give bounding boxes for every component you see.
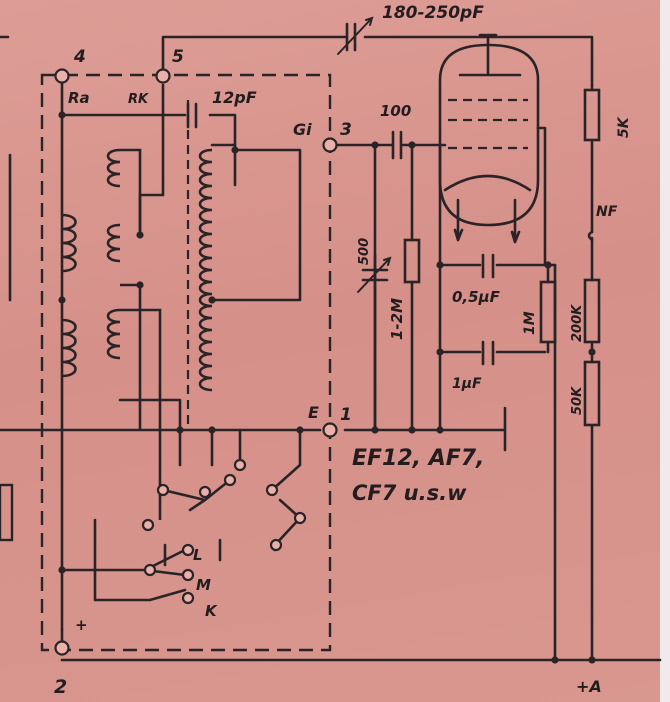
resistor-50k	[583, 360, 601, 427]
coupling-coils-middle	[106, 148, 182, 520]
resistor-5k	[583, 88, 601, 142]
label-e: E	[308, 403, 319, 422]
label-sw-k: K	[205, 602, 218, 620]
switch-contact	[141, 518, 155, 532]
page-edge	[660, 0, 670, 702]
nf-tap	[587, 230, 594, 242]
label-rk: RK	[128, 92, 149, 107]
label-200k: 200K	[570, 304, 585, 342]
label-500: 500	[357, 238, 372, 265]
switch-contact	[198, 485, 212, 499]
label-pin1: 1	[340, 405, 352, 425]
label-1uf: 1µF	[452, 376, 482, 392]
ra-to-12pf-wire	[60, 113, 237, 152]
label-pin5: 5	[172, 47, 184, 67]
pentode-tube	[438, 33, 547, 267]
grid-coil-taps	[210, 143, 302, 467]
capacitor-500-arrow	[357, 256, 392, 293]
label-50k: 50K	[570, 386, 585, 415]
shield-can-outline	[40, 73, 332, 652]
grid-coil-right	[198, 148, 213, 392]
resistor-200k	[583, 278, 601, 344]
selector-contact	[181, 591, 195, 605]
label-05uf: 0,5µF	[452, 288, 501, 306]
label-12pf: 12pF	[212, 88, 257, 107]
terminal-1	[322, 422, 338, 438]
label-100: 100	[380, 102, 411, 120]
trimmer-capacitor	[337, 16, 374, 55]
selector-contact	[181, 543, 195, 557]
label-nf: NF	[596, 204, 618, 220]
resistor-1-2m	[403, 238, 421, 284]
switch-contact	[269, 538, 283, 552]
label-tubes-line2: CF7 u.s.w	[352, 481, 467, 505]
terminal-3	[322, 137, 338, 153]
terminal-5	[155, 68, 171, 84]
label-ra: Ra	[68, 89, 90, 107]
left-resistor-stub	[0, 483, 14, 542]
resistor-1m	[539, 280, 557, 344]
lmk-selector	[60, 518, 187, 602]
label-gi: Gi	[293, 120, 312, 139]
label-plus-left: +	[75, 616, 88, 634]
label-sw-m: M	[196, 576, 211, 594]
junction-dots	[58, 111, 596, 664]
label-pin3: 3	[340, 120, 352, 140]
antenna-coil-left	[61, 213, 77, 378]
capacitor-12pf	[186, 102, 198, 129]
label-pin2: 2	[54, 676, 67, 698]
switch-contact	[265, 483, 279, 497]
terminal-2	[54, 640, 70, 656]
switch-contact	[223, 473, 237, 487]
switch-contact	[293, 511, 307, 525]
selector-contact	[143, 563, 157, 577]
cathode-network-wires	[438, 143, 557, 432]
label-pin4: 4	[73, 47, 86, 67]
label-1m: 1M	[522, 311, 538, 335]
left-stub-wires	[0, 35, 64, 432]
capacitor-1uf	[481, 340, 495, 366]
terminal-4	[54, 68, 70, 84]
selector-contact	[181, 568, 195, 582]
capacitor-500	[361, 253, 389, 432]
label-trimmer: 180-250pF	[382, 3, 484, 23]
label-1-2m: 1-2M	[388, 298, 406, 340]
capacitor-05uf	[481, 253, 495, 279]
label-sw-l: L	[193, 546, 203, 564]
switch-contact	[233, 458, 247, 472]
capacitor-100pf	[391, 130, 403, 160]
top-bus-wire	[161, 35, 594, 87]
label-tubes-line1: EF12, AF7,	[352, 446, 484, 471]
label-5k: 5K	[616, 116, 632, 138]
label-plus-a: +A	[576, 677, 602, 696]
switch-contact	[156, 483, 170, 497]
